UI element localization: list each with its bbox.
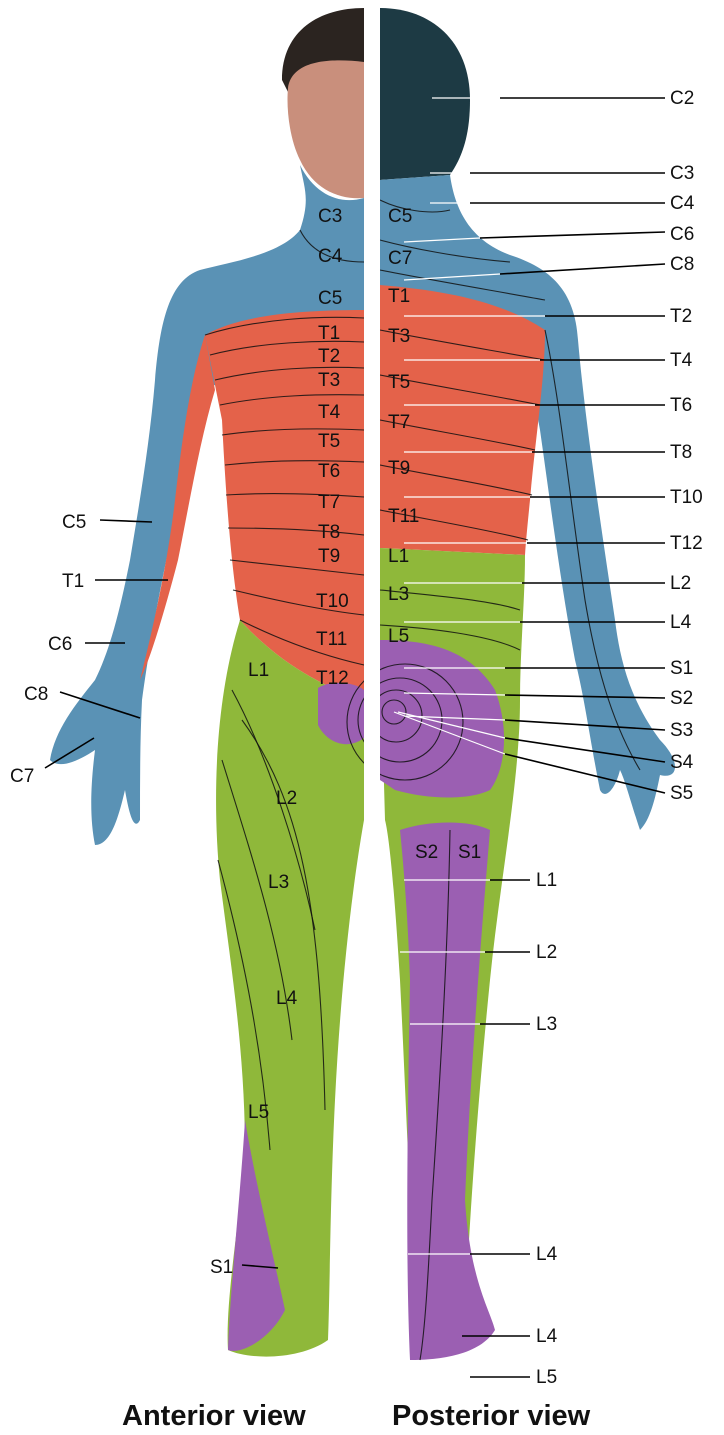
label-post-c4: C4	[670, 193, 695, 214]
label-post-t9: T9	[388, 458, 410, 479]
label-ant-t7: T7	[318, 492, 340, 513]
anterior-face	[288, 60, 365, 198]
label-post-t11: T11	[388, 506, 419, 527]
label-post-leg-l1: L1	[536, 870, 557, 891]
label-ant-c3: C3	[318, 206, 342, 227]
label-post-leg-l3: L3	[536, 1014, 557, 1035]
label-post-s2: S2	[415, 842, 438, 863]
label-post-c2: C2	[670, 88, 694, 109]
label-ant-arm-c7: C7	[10, 766, 34, 787]
label-post-c3: C3	[670, 163, 694, 184]
label-post-s5: S5	[670, 783, 693, 804]
label-post-leg-l2: L2	[536, 942, 557, 963]
label-post-foot-l4: L4	[536, 1326, 558, 1347]
caption-anterior-view: Anterior view	[122, 1400, 306, 1432]
label-post-t6: T6	[670, 395, 692, 416]
posterior-head	[380, 8, 470, 180]
label-ant-t5: T5	[318, 431, 340, 452]
label-post-s3: S3	[670, 720, 693, 741]
label-post-c6: C6	[670, 224, 694, 245]
label-post-t2: T2	[670, 306, 692, 327]
label-ant-t9: T9	[318, 546, 340, 567]
label-ant-t1: T1	[318, 323, 340, 344]
label-post-t5: T5	[388, 372, 410, 393]
label-ant-arm-c6: C6	[48, 634, 72, 655]
label-ant-t2: T2	[318, 346, 340, 367]
label-ant-t12: T12	[316, 668, 349, 689]
label-ant-l2: L2	[276, 788, 297, 809]
label-post-c5: C5	[388, 206, 412, 227]
label-ant-t10: T10	[316, 591, 349, 612]
label-post-s2: S2	[670, 688, 693, 709]
label-post-s1: S1	[458, 842, 481, 863]
label-ant-t3: T3	[318, 370, 340, 391]
label-post-l1: L1	[388, 546, 409, 567]
label-ant-arm-t1: T1	[62, 571, 84, 592]
label-post-foot-l5: L5	[536, 1367, 557, 1388]
label-post-t7: T7	[388, 412, 410, 433]
label-ant-foot-s1: S1	[210, 1257, 233, 1278]
label-post-t1: T1	[388, 286, 410, 307]
label-ant-t6: T6	[318, 461, 340, 482]
label-post-l3: L3	[388, 584, 409, 605]
label-ant-l3: L3	[268, 872, 289, 893]
label-post-l2: L2	[670, 573, 691, 594]
label-ant-t8: T8	[318, 522, 340, 543]
label-ant-t4: T4	[318, 402, 341, 423]
label-ant-arm-c8: C8	[24, 684, 48, 705]
label-ant-l1: L1	[248, 660, 269, 681]
caption-posterior-view: Posterior view	[392, 1400, 591, 1432]
label-ant-arm-c5: C5	[62, 512, 86, 533]
label-post-leg-l4: L4	[536, 1244, 558, 1265]
label-ant-l5: L5	[248, 1102, 269, 1123]
label-post-t8: T8	[670, 442, 692, 463]
label-ant-c5: C5	[318, 288, 342, 309]
label-post-c7: C7	[388, 248, 412, 269]
label-post-t12: T12	[670, 533, 703, 554]
label-post-t3: T3	[388, 326, 410, 347]
label-post-s1: S1	[670, 658, 693, 679]
label-ant-t11: T11	[316, 629, 347, 650]
label-post-t4: T4	[670, 350, 693, 371]
label-ant-c4: C4	[318, 246, 343, 267]
label-post-l5: L5	[388, 626, 409, 647]
label-post-s4: S4	[670, 752, 694, 773]
label-ant-l4: L4	[276, 988, 298, 1009]
label-post-t10: T10	[670, 487, 703, 508]
label-post-l4: L4	[670, 612, 692, 633]
label-post-c8: C8	[670, 254, 694, 275]
